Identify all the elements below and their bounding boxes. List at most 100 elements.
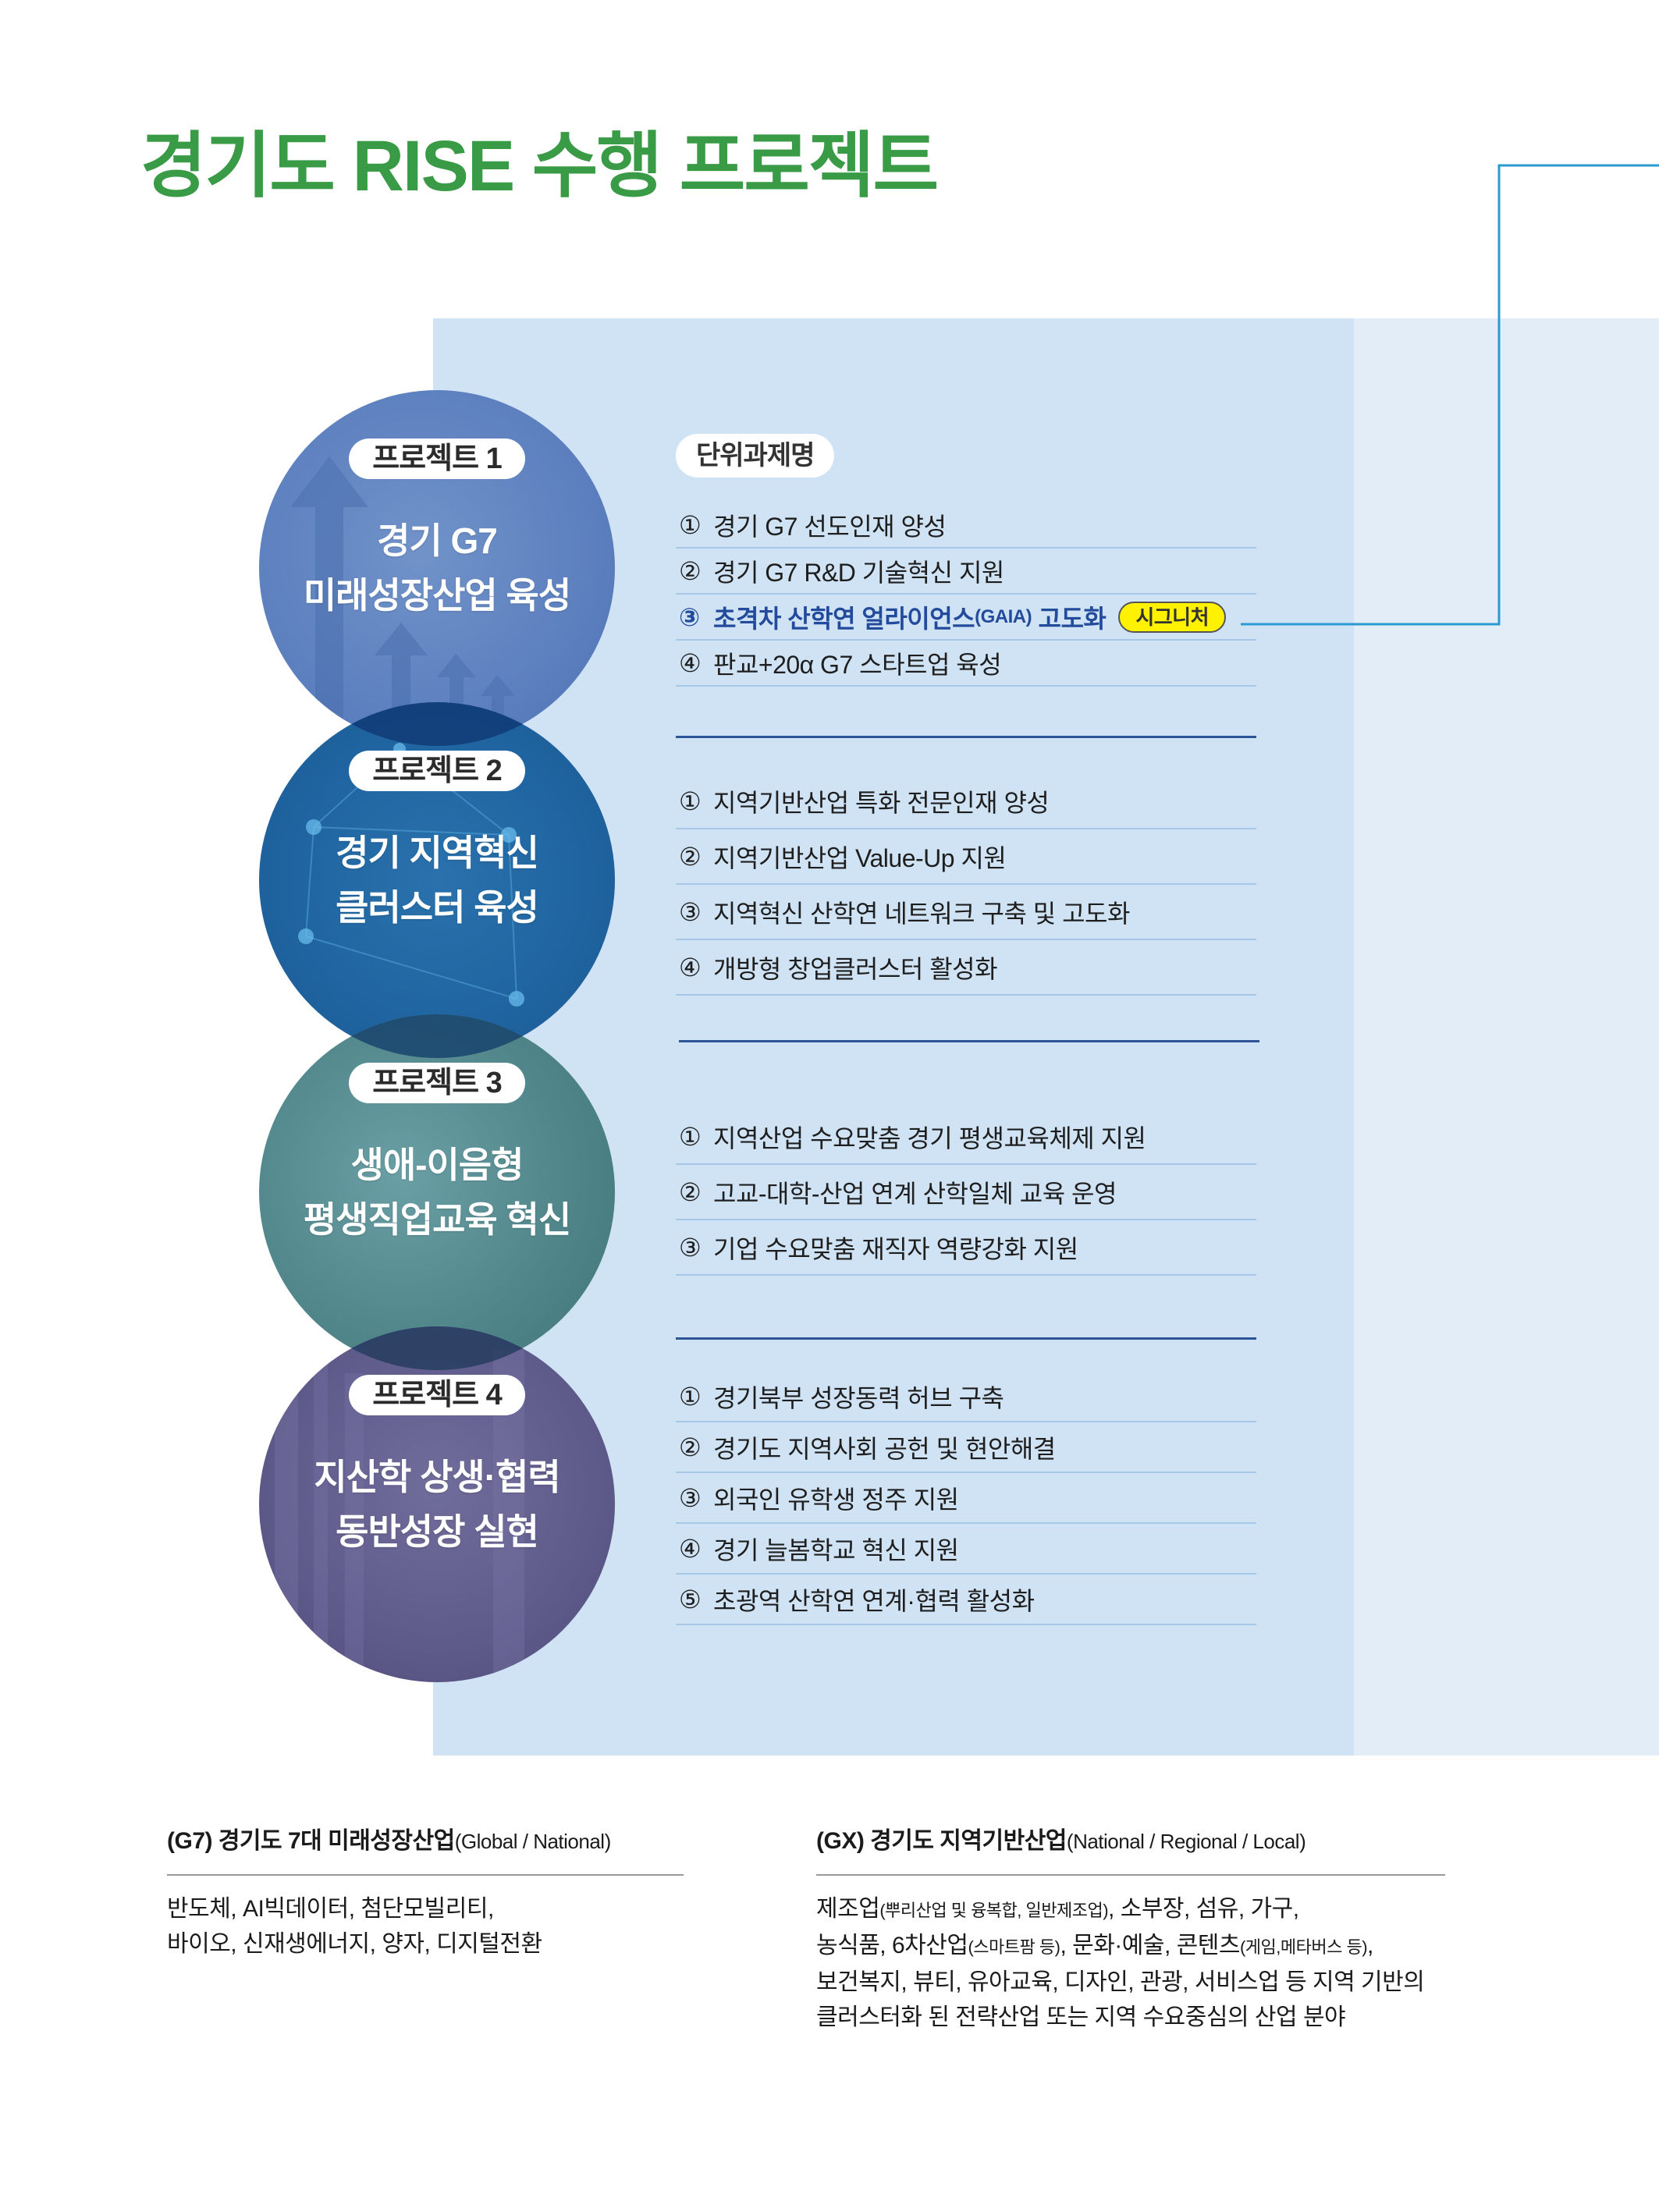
task-text: 기업 수요맞춤 재직자 역량강화 지원 [713, 1234, 1078, 1263]
project-title-line1: 경기 지역혁신 [336, 833, 539, 873]
task-text: 고교-대학-산업 연계 산학일체 교육 운영 [713, 1179, 1117, 1208]
g7-title-sub: (Global / National) [454, 1830, 612, 1853]
task-text: 외국인 유학생 정주 지원 [713, 1485, 959, 1514]
project-title: 경기 G7 미래성장산업 육성 [303, 513, 571, 623]
g7-line-2: 바이오, 신재생에너지, 양자, 디지털전환 [167, 1931, 542, 1957]
task-number: ② [679, 1177, 702, 1206]
signature-badge: 시그니처 [1118, 601, 1227, 633]
task-number: ① [679, 1122, 702, 1151]
g7-legend-title: (G7) 경기도 7대 미래성장산업(Global / National) [167, 1826, 684, 1876]
side-panel [1354, 318, 1659, 1756]
project-4-task-list: ① 경기북부 성장동력 허브 구축 ② 경기도 지역사회 공헌 및 현안해결 ③… [676, 1372, 1256, 1625]
task-number: ① [679, 786, 702, 815]
task-number: ① [679, 510, 702, 539]
task-item: ② 지역기반산업 Value-Up 지원 [676, 829, 1256, 885]
task-item: ② 경기도 지역사회 공헌 및 현안해결 [676, 1422, 1256, 1473]
project-1-task-list: ① 경기 G7 선도인재 양성 ② 경기 G7 R&D 기술혁신 지원 ③ 초격… [676, 502, 1256, 687]
task-item: ④ 경기 늘봄학교 혁신 지원 [676, 1524, 1256, 1575]
task-text: 지역기반산업 Value-Up 지원 [713, 843, 1007, 872]
project-title-line2: 미래성장산업 육성 [303, 575, 571, 616]
task-item: ④ 개방형 창업클러스터 활성화 [676, 940, 1256, 996]
task-text: 경기도 지역사회 공헌 및 현안해결 [713, 1434, 1056, 1463]
task-item: ③ 외국인 유학생 정주 지원 [676, 1473, 1256, 1524]
task-number: ③ [679, 897, 702, 926]
task-number: ④ [679, 953, 702, 982]
project-badge: 프로젝트 1 [349, 438, 525, 479]
project-title-line1: 지산학 상생·협력 [314, 1457, 560, 1497]
project-3-circle: 프로젝트 3 생애-이음형 평생직업교육 혁신 [259, 1014, 615, 1370]
gx-line-1b: , 소부장, 섬유, 가구, [1108, 1896, 1299, 1922]
gx-line-2a: 농식품, 6차산업 [816, 1933, 968, 1958]
task-item-signature: ③ 초격차 산학연 얼라이언스(GAIA) 고도화 시그니처 [676, 595, 1256, 641]
task-text-suffix: 고도화 [1032, 604, 1107, 633]
task-number: ② [679, 556, 702, 585]
task-text: 경기 G7 R&D 기술혁신 지원 [713, 558, 1004, 587]
g7-industries-legend: (G7) 경기도 7대 미래성장산업(Global / National) 반도… [167, 1826, 684, 1962]
unit-task-header: 단위과제명 [676, 434, 835, 478]
g7-line-1: 반도체, AI빅데이터, 첨단모빌리티, [167, 1896, 494, 1922]
project-1-circle: 프로젝트 1 경기 G7 미래성장산업 육성 [259, 390, 615, 746]
task-item: ④ 판교+20α G7 스타트업 육성 [676, 641, 1256, 687]
task-item: ① 경기 G7 선도인재 양성 [676, 502, 1256, 549]
task-item: ⑤ 초광역 산학연 연계·협력 활성화 [676, 1575, 1256, 1625]
task-text: 초광역 산학연 연계·협력 활성화 [713, 1586, 1035, 1615]
g7-title: (G7) 경기도 7대 미래성장산업 [167, 1828, 455, 1854]
gx-line-2b: , 문화·예술, 콘텐츠 [1060, 1933, 1240, 1958]
task-text: 경기북부 성장동력 허브 구축 [713, 1383, 1004, 1412]
group-separator [676, 736, 1256, 738]
task-number: ④ [679, 1534, 702, 1563]
gx-title-sub: (National / Regional / Local) [1066, 1830, 1306, 1853]
project-badge: 프로젝트 2 [349, 751, 525, 791]
task-text-abbrev: (GAIA) [975, 605, 1032, 627]
gx-line-4: 클러스터화 된 전략산업 또는 지역 수요중심의 산업 분야 [816, 2004, 1346, 2030]
project-2-task-list: ① 지역기반산업 특화 전문인재 양성 ② 지역기반산업 Value-Up 지원… [676, 774, 1256, 996]
task-text: 경기 늘봄학교 혁신 지원 [713, 1536, 959, 1564]
task-text: 초격차 산학연 얼라이언스 [713, 604, 975, 633]
task-number: ④ [679, 648, 702, 677]
project-2-circle: 프로젝트 2 경기 지역혁신 클러스터 육성 [259, 702, 615, 1058]
task-number: ③ [679, 602, 700, 631]
task-number: ① [679, 1382, 702, 1411]
task-item: ② 고교-대학-산업 연계 산학일체 교육 운영 [676, 1165, 1256, 1220]
gx-line-1-note: (뿌리산업 및 융복합, 일반제조업) [879, 1901, 1109, 1920]
gx-line-2-note2: (게임,메타버스 등) [1239, 1937, 1368, 1957]
gx-line-2c: , [1367, 1933, 1373, 1958]
project-title-line2: 평생직업교육 혁신 [303, 1199, 571, 1240]
project-title: 경기 지역혁신 클러스터 육성 [336, 826, 539, 935]
project-title: 생애-이음형 평생직업교육 혁신 [303, 1138, 571, 1247]
task-text: 판교+20α G7 스타트업 육성 [713, 650, 1002, 679]
project-title-line1: 생애-이음형 [350, 1145, 524, 1185]
gx-title: (GX) 경기도 지역기반산업 [816, 1828, 1067, 1854]
task-text: 지역혁신 산학연 네트워크 구축 및 고도화 [713, 899, 1130, 928]
task-text: 경기 G7 선도인재 양성 [713, 512, 947, 541]
task-item: ① 지역기반산업 특화 전문인재 양성 [676, 774, 1256, 829]
project-4-circle: 프로젝트 4 지산학 상생·협력 동반성장 실현 [259, 1326, 615, 1682]
task-item: ③ 기업 수요맞춤 재직자 역량강화 지원 [676, 1220, 1256, 1276]
page-title: 경기도 RISE 수행 프로젝트 [140, 126, 939, 206]
task-number: ② [679, 842, 702, 871]
project-title-line2: 동반성장 실현 [336, 1511, 539, 1552]
project-badge: 프로젝트 4 [349, 1375, 525, 1415]
project-title-line2: 클러스터 육성 [336, 887, 539, 928]
project-title-line1: 경기 G7 [377, 520, 498, 561]
task-item: ③ 지역혁신 산학연 네트워크 구축 및 고도화 [676, 885, 1256, 940]
task-item: ① 지역산업 수요맞춤 경기 평생교육체제 지원 [676, 1110, 1256, 1165]
gx-line-1a: 제조업 [816, 1896, 880, 1922]
gx-line-3: 보건복지, 뷰티, 유아교육, 디자인, 관광, 서비스업 등 지역 기반의 [816, 1969, 1425, 1995]
gx-legend-title: (GX) 경기도 지역기반산업(National / Regional / Lo… [816, 1826, 1445, 1876]
task-text: 개방형 창업클러스터 활성화 [713, 954, 998, 983]
task-item: ① 경기북부 성장동력 허브 구축 [676, 1372, 1256, 1422]
project-badge: 프로젝트 3 [349, 1063, 525, 1103]
gx-line-2-note1: (스마트팜 등) [968, 1937, 1060, 1957]
gx-legend-body: 제조업(뿌리산업 및 융복합, 일반제조업), 소부장, 섬유, 가구, 농식품… [816, 1891, 1445, 2035]
task-number: ③ [679, 1233, 702, 1262]
task-number: ⑤ [679, 1585, 702, 1614]
project-title: 지산학 상생·협력 동반성장 실현 [314, 1450, 560, 1559]
task-number: ③ [679, 1483, 702, 1512]
g7-legend-body: 반도체, AI빅데이터, 첨단모빌리티, 바이오, 신재생에너지, 양자, 디지… [167, 1891, 684, 1962]
project-3-task-list: ① 지역산업 수요맞춤 경기 평생교육체제 지원 ② 고교-대학-산업 연계 산… [676, 1110, 1256, 1276]
task-text: 지역기반산업 특화 전문인재 양성 [713, 788, 1050, 817]
task-item: ② 경기 G7 R&D 기술혁신 지원 [676, 549, 1256, 595]
gx-industries-legend: (GX) 경기도 지역기반산업(National / Regional / Lo… [816, 1826, 1445, 2035]
task-text: 지역산업 수요맞춤 경기 평생교육체제 지원 [713, 1124, 1146, 1152]
